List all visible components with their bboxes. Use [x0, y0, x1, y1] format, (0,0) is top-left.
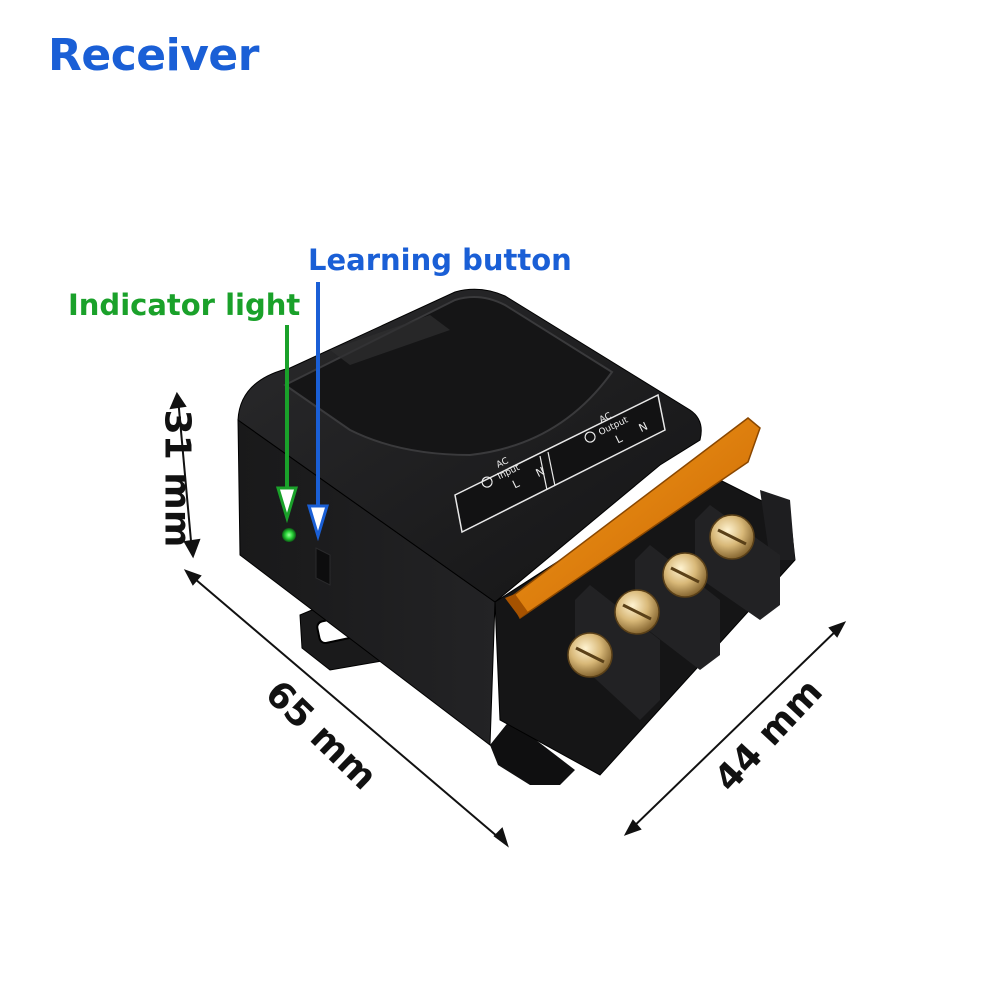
- output-label-line1: AC: [598, 411, 613, 425]
- screw-icon: [709, 514, 755, 560]
- screw-icon: [567, 632, 613, 678]
- output-l-mark: L: [613, 432, 625, 447]
- height-dimension-arrow-icon: [169, 391, 201, 559]
- page-title: Receiver: [48, 30, 259, 81]
- indicator-arrow-icon: [275, 325, 299, 524]
- input-label-line1: AC: [495, 456, 510, 470]
- terminal-label-panel: AC Input L N AC Output L N: [454, 393, 666, 534]
- screw-icon: [662, 552, 708, 598]
- terminal-block: [494, 417, 796, 776]
- housing: [237, 288, 702, 785]
- terminal-symbol-icon: [481, 476, 493, 488]
- learning-arrow-icon: [306, 282, 330, 542]
- learning-button[interactable]: [315, 547, 331, 586]
- terminal-symbol-icon: [584, 431, 596, 443]
- length-dimension-arrow-icon: [183, 569, 509, 848]
- indicator-led: [282, 528, 296, 542]
- indicator-light-label: Indicator light: [68, 288, 301, 322]
- screw-icon: [614, 589, 660, 635]
- input-l-mark: L: [510, 477, 522, 492]
- learning-button-label: Learning button: [308, 243, 572, 277]
- height-dimension-label: 31 mm: [156, 409, 198, 548]
- width-dimension-arrow-icon: [623, 621, 847, 836]
